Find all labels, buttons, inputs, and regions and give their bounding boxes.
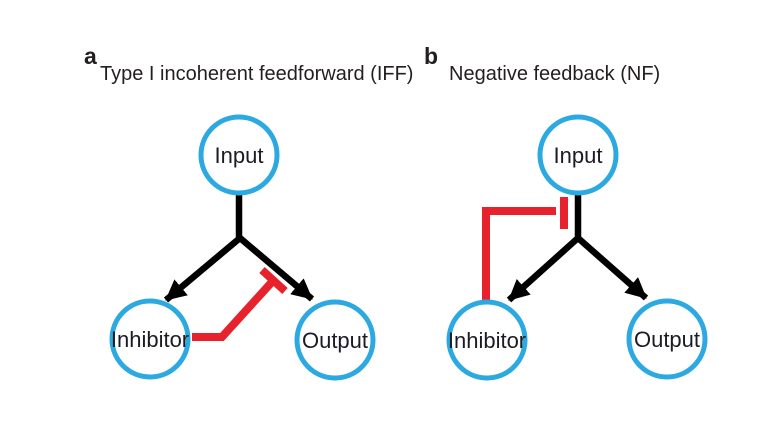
node-a-output-circle	[294, 299, 376, 381]
node-b-output-circle	[626, 298, 708, 380]
edge-a-input-to-output-arrow	[237, 235, 315, 302]
edge-b-input-to-inhibitor-arrow	[506, 235, 581, 303]
panel-b-diagram: Input Inhibitor Output	[446, 114, 708, 381]
node-b-input-label: Input	[554, 143, 603, 168]
panel-b-letter: b	[424, 43, 439, 69]
node-b-output-label: Output	[634, 327, 700, 352]
edge-a-inhibition-tbar	[259, 267, 288, 294]
edge-b-inhibition-line	[482, 207, 556, 300]
node-b-input-circle	[537, 114, 619, 196]
panel-a-letter: a	[84, 43, 97, 69]
panel-a-title: Type I incoherent feedforward (IFF)	[100, 63, 414, 85]
node-a-inhibitor-label: Inhibitor	[111, 327, 189, 352]
node-a-inhibitor-circle	[109, 298, 191, 380]
edge-b-input-to-output-arrow	[575, 235, 649, 301]
node-a-output-label: Output	[302, 328, 368, 353]
node-a-input-circle	[198, 114, 280, 196]
edge-a-input-to-inhibitor-arrow	[163, 235, 243, 303]
node-b-inhibitor-circle	[446, 299, 528, 381]
edge-a-inhibition-line	[192, 280, 274, 341]
node-b-inhibitor-label: Inhibitor	[448, 328, 526, 353]
panel-b-title: Negative feedback (NF)	[449, 63, 661, 85]
panel-a-diagram: Input Inhibitor Output	[109, 114, 376, 381]
node-a-input-label: Input	[215, 143, 264, 168]
